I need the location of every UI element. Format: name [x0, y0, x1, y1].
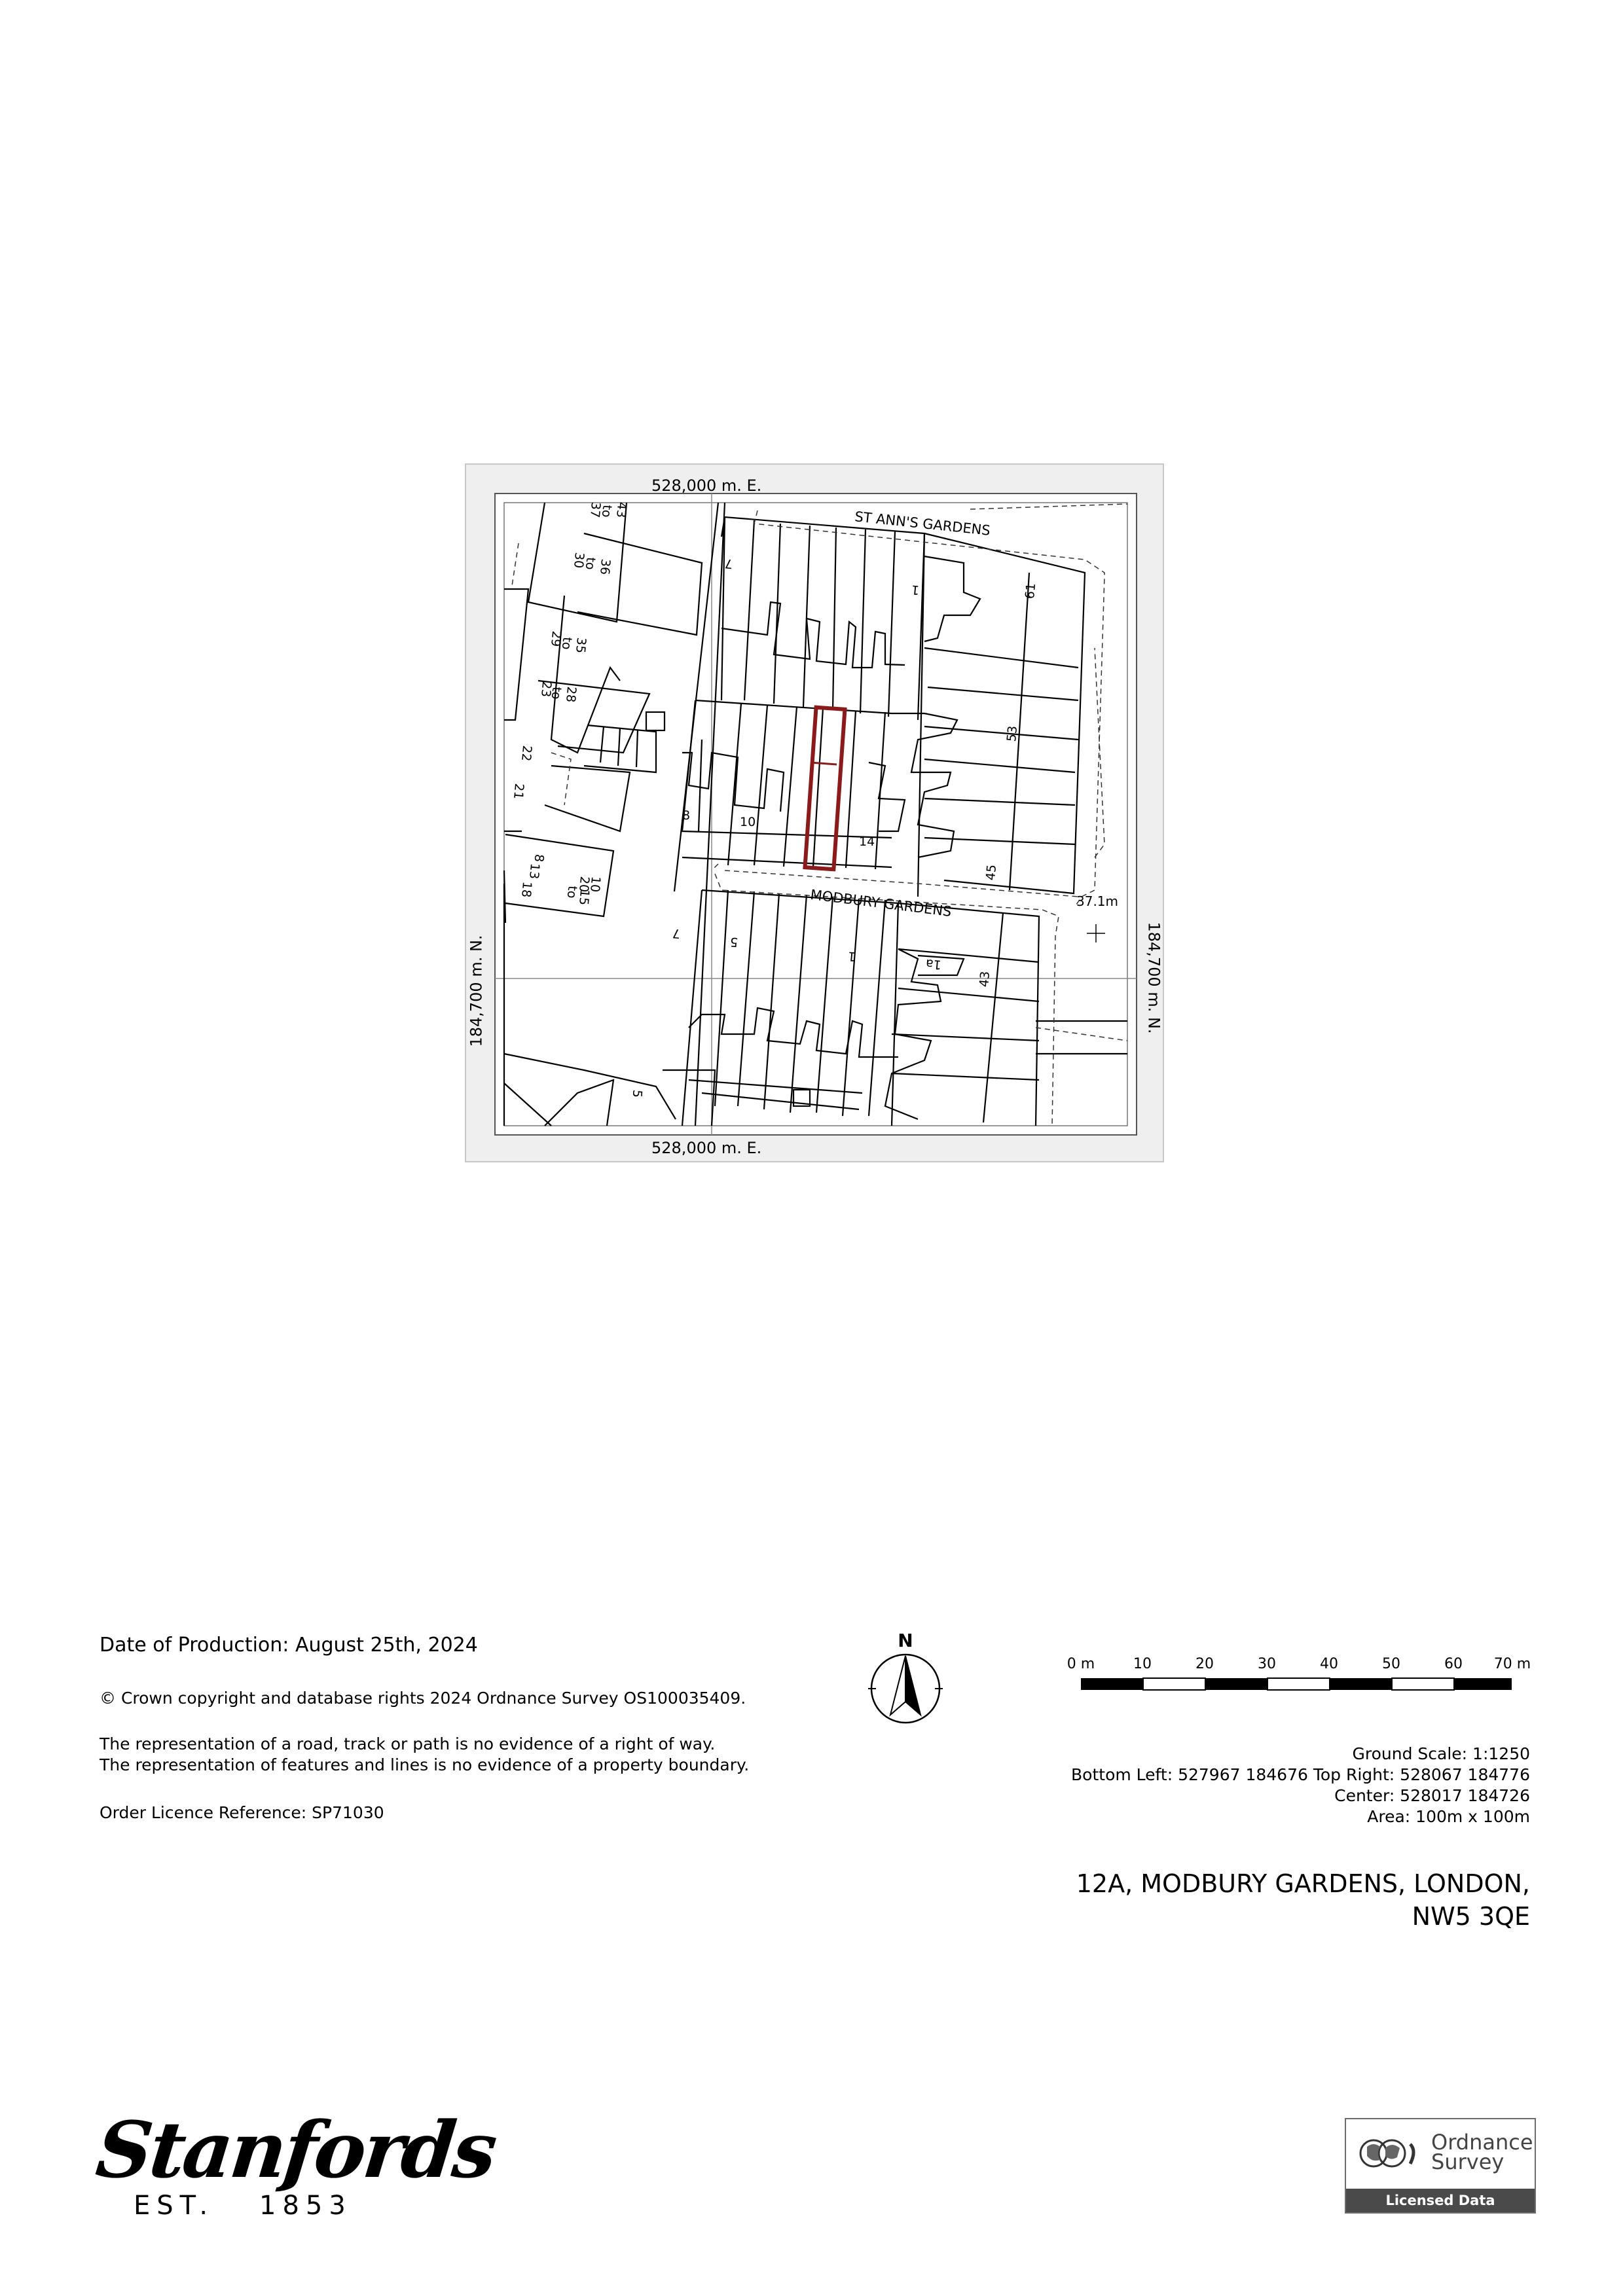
copyright-text: © Crown copyright and database rights 20…	[100, 1689, 746, 1708]
address-line-1: 12A, MODBURY GARDENS, LONDON,	[1076, 1869, 1530, 1898]
map-frame: 528,000 m. E. 528,000 m. E. 184,700 m. N…	[465, 463, 1164, 1162]
licence-reference: Order Licence Reference: SP71030	[100, 1803, 384, 1822]
scale-label: 30	[1258, 1656, 1276, 1672]
house-number: 8	[531, 853, 547, 863]
house-number: 53	[1004, 725, 1021, 743]
house-number: 8	[682, 808, 691, 823]
os-licensed-logo: Ordnance Survey Licensed Data	[1345, 2118, 1536, 2214]
scale-label: 20	[1195, 1656, 1214, 1672]
north-arrow-icon	[868, 1653, 943, 1724]
house-number: to	[582, 556, 598, 571]
scale-bar: 0 m 10 20 30 40 50 60 70 m	[1067, 1656, 1531, 1702]
house-number: 10	[740, 815, 756, 829]
disclaimer-right-of-way: The representation of a road, track or p…	[100, 1734, 716, 1753]
house-number: 28	[563, 685, 579, 704]
coord-bottom: 528,000 m. E.	[651, 1139, 762, 1157]
house-number: to	[598, 504, 615, 518]
house-number: 43	[613, 501, 630, 519]
os-licensed-badge: Licensed Data	[1346, 2189, 1535, 2212]
north-arrow: N	[863, 1630, 948, 1728]
production-date: Date of Production: August 25th, 2024	[100, 1634, 478, 1657]
scale-label: 70 m	[1493, 1656, 1531, 1672]
house-number: 21	[511, 782, 527, 800]
house-number: to	[558, 636, 575, 651]
scale-label: 0 m	[1067, 1656, 1095, 1672]
extent-corners: Bottom Left: 527967 184676 Top Right: 52…	[1071, 1765, 1530, 1784]
stanfords-logo: Stanfords EST. 1853	[92, 2104, 499, 2222]
stanfords-wordmark: Stanfords	[92, 2104, 499, 2195]
house-number: 7	[724, 556, 734, 571]
house-number: to	[548, 686, 564, 700]
stanfords-est: EST.	[134, 2191, 215, 2221]
address-line-2: NW5 3QE	[1412, 1902, 1530, 1931]
os-emblem-icon	[1359, 2139, 1415, 2168]
os-name-line-1: Ordnance	[1431, 2130, 1533, 2155]
house-number: 5	[729, 934, 739, 950]
extent-center: Center: 528017 184726	[1334, 1786, 1530, 1805]
scale-label: 60	[1444, 1656, 1463, 1672]
house-number: 1a	[925, 956, 942, 972]
house-number: 13	[526, 862, 543, 880]
house-number: 14	[859, 834, 875, 849]
scale-label: 50	[1382, 1656, 1400, 1672]
spot-height-label: 37.1m	[1076, 893, 1119, 909]
house-number: 7	[672, 925, 682, 941]
house-number: 45	[983, 863, 1000, 882]
house-number: 10	[587, 875, 604, 893]
house-number: 18	[519, 880, 535, 899]
coord-top: 528,000 m. E.	[651, 476, 762, 495]
ground-scale: Ground Scale: 1:1250	[1352, 1744, 1530, 1763]
scale-bar-graphic	[1081, 1677, 1512, 1691]
os-name-line-2: Survey	[1431, 2149, 1504, 2174]
os-map	[494, 493, 1137, 1136]
stanfords-year: 1853	[259, 2191, 352, 2221]
scale-label: 40	[1320, 1656, 1338, 1672]
house-number: 36	[597, 558, 613, 576]
disclaimer-boundary: The representation of features and lines…	[100, 1755, 750, 1774]
extent-area: Area: 100m x 100m	[1367, 1807, 1530, 1826]
house-number: 61	[1023, 582, 1039, 600]
north-label: N	[898, 1630, 913, 1651]
house-number: 1	[847, 948, 857, 964]
coord-right: 184,700 m. N.	[1144, 922, 1163, 1034]
house-number: 1	[911, 582, 921, 598]
coord-left: 184,700 m. N.	[467, 935, 486, 1047]
house-number: 22	[519, 744, 535, 762]
scale-label: 10	[1133, 1656, 1152, 1672]
house-number: 5	[629, 1089, 645, 1098]
house-number: 35	[573, 636, 589, 655]
house-number: 43	[977, 970, 993, 988]
